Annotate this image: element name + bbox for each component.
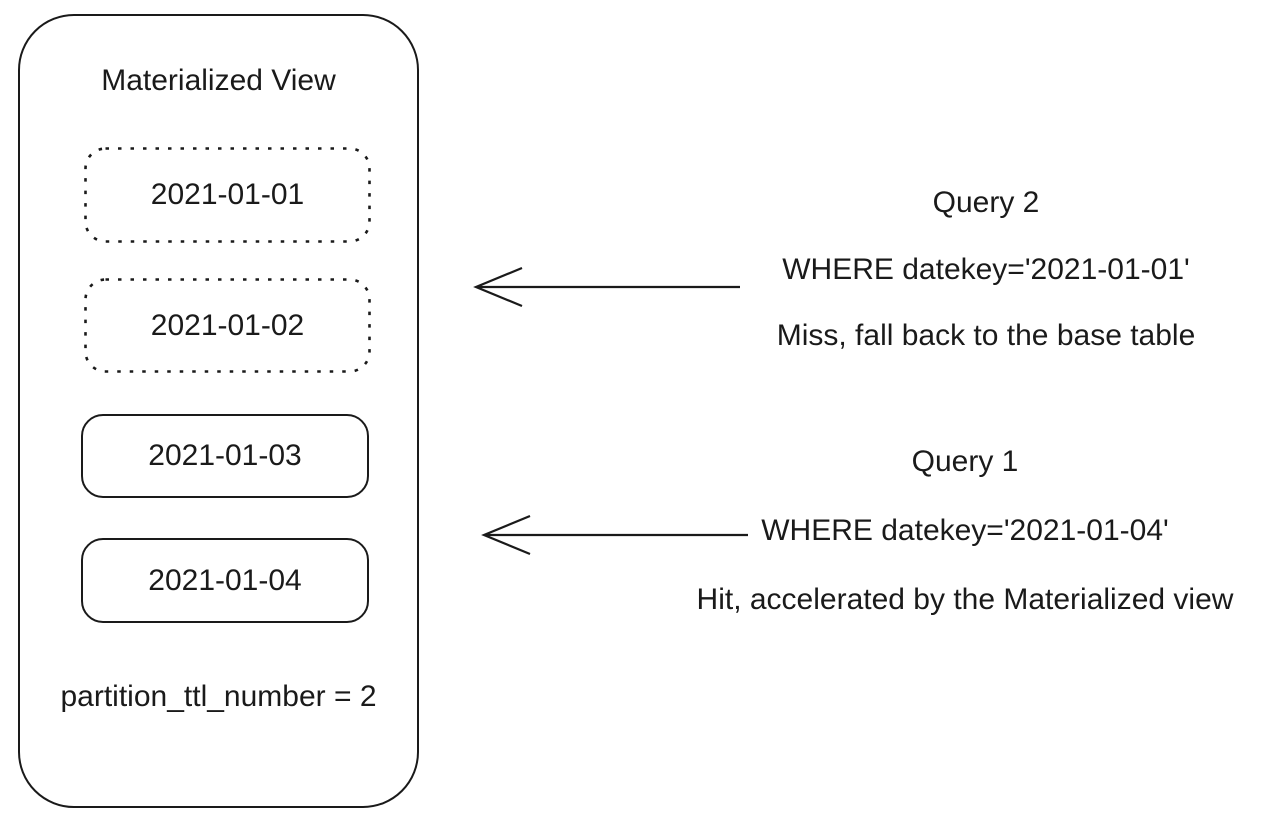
query1-result: Hit, accelerated by the Materialized vie… [696, 583, 1234, 616]
query1-predicate: WHERE datekey='2021-01-04' [761, 514, 1169, 547]
partition-ttl-footnote: partition_ttl_number = 2 [60, 680, 377, 713]
dashed-border [84, 278, 371, 373]
partition-box-2021-01-04: 2021-01-04 [81, 538, 369, 623]
partition-label: 2021-01-01 [150, 178, 305, 211]
partition-label: 2021-01-02 [150, 308, 305, 342]
partition-box-2021-01-01: 2021-01-01 [84, 147, 371, 243]
partition-label: 2021-01-03 [148, 439, 302, 472]
query2-predicate: WHERE datekey='2021-01-01' [782, 253, 1190, 286]
materialized-view-title: Materialized View [101, 64, 336, 97]
partition-label: 2021-01-04 [148, 563, 302, 597]
dashed-border [84, 147, 371, 243]
partition-box-2021-01-03: 2021-01-03 [81, 414, 369, 498]
query2-result: Miss, fall back to the base table [776, 319, 1196, 352]
materialized-view-container [18, 14, 419, 808]
query2-title: Query 2 [932, 186, 1040, 219]
query1-title: Query 1 [911, 445, 1019, 478]
partition-box-2021-01-02: 2021-01-02 [84, 278, 371, 373]
